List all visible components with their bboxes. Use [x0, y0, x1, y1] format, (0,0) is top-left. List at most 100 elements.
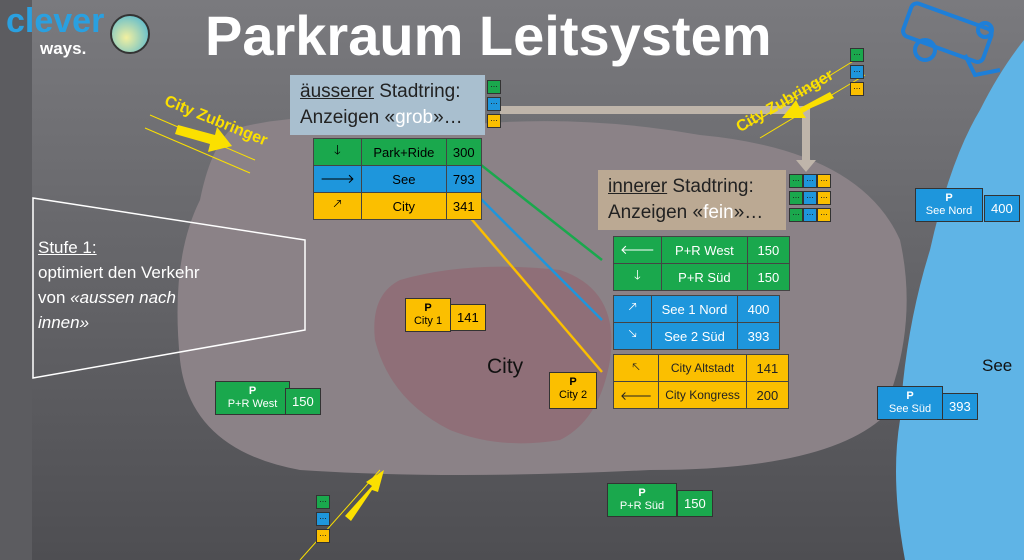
city-label: City: [487, 355, 524, 378]
mini-indicator-yellow: ...: [850, 82, 864, 96]
parking-p: P: [569, 376, 577, 388]
text: »…: [733, 202, 764, 223]
mini-indicator-blue: ...: [803, 191, 817, 205]
parking-value: 393: [942, 393, 978, 420]
mini-indicator-yellow: ...: [487, 114, 501, 128]
sign-value: 150: [746, 236, 790, 264]
outer-ring-rest: Stadtring:: [373, 81, 461, 102]
text: Anzeigen «: [608, 202, 704, 223]
sign-label: See: [360, 165, 447, 193]
mini-indicator-yellow: ...: [817, 174, 831, 188]
arrow-right-icon: 🡒: [313, 165, 362, 193]
highlight: fein: [703, 202, 734, 223]
parking-name: P+R Süd: [619, 500, 665, 512]
mini-indicator-green: ...: [789, 208, 803, 222]
mini-indicator-green: ...: [316, 495, 330, 509]
arrow-down-icon: 🡓: [313, 138, 362, 166]
arrow-zubringer-left: [175, 125, 232, 152]
parking-p: P: [945, 192, 953, 204]
sign-label: See 2 Süd: [651, 322, 738, 350]
inner-ring-word: innerer: [608, 176, 668, 197]
parking-value: 150: [285, 388, 321, 415]
sign-value: 393: [737, 322, 780, 350]
stufe-heading: Stufe 1:: [38, 238, 97, 257]
parking-p: P: [248, 385, 257, 397]
sign-label: City Kongress: [658, 381, 747, 409]
text: Anzeigen «: [300, 107, 396, 128]
logo-clever: clever: [6, 2, 105, 40]
parking-name: See Süd: [888, 403, 932, 415]
sign-value: 141: [745, 354, 789, 382]
stufe-line: «aussen nach: [70, 288, 177, 307]
mini-indicator-green: ...: [789, 191, 803, 205]
lake: [896, 40, 1024, 560]
outer-ring-word: äusserer: [300, 81, 374, 102]
mini-indicator-yellow: ...: [817, 191, 831, 205]
parking-name: City 2: [558, 389, 588, 401]
stufe-text: Stufe 1: optimiert den Verkehr von «auss…: [38, 235, 200, 335]
sign-label: See 1 Nord: [651, 295, 738, 323]
arrow-down-right-icon: 🡖: [613, 322, 652, 350]
sign-value: 300: [445, 138, 482, 166]
logo-ways: ways.: [40, 39, 87, 58]
highlight: grob: [395, 107, 434, 128]
parking-name: City 1: [413, 315, 443, 327]
sign-label: Park+Ride: [360, 138, 447, 166]
logo-icon: [110, 14, 150, 54]
mini-indicator-green: ...: [850, 48, 864, 62]
camera-icon: [901, 1, 1001, 78]
left-strip: [0, 0, 32, 560]
stufe-line: von: [38, 288, 71, 307]
parking-name: P+R West: [227, 398, 278, 410]
arrow-left-icon: 🡐: [613, 236, 662, 264]
arrow-up-left-icon: 🡔: [612, 354, 660, 382]
arrow-zubringer-right: [782, 92, 834, 118]
inner-ring-rest: Stadtring:: [667, 176, 754, 197]
arrow-up-right-icon: 🡕: [613, 295, 652, 323]
sign-value: 793: [445, 165, 482, 193]
sign-label: City Altstadt: [658, 354, 747, 382]
sign-label: P+R West: [660, 236, 748, 264]
sign-label: P+R Süd: [660, 263, 748, 291]
inner-mini-grid: ......... ......... .........: [789, 174, 839, 222]
parking-value: 400: [984, 195, 1020, 222]
mini-indicator-blue: ...: [803, 208, 817, 222]
sign-label: City: [360, 192, 447, 220]
stufe-panel: [32, 197, 306, 379]
sign-value: 150: [746, 263, 790, 291]
parking-name: See Nord: [925, 205, 973, 217]
stufe-line: innen»: [38, 313, 90, 332]
arrow-left-icon: 🡐: [612, 381, 660, 409]
parking-value: 150: [677, 490, 713, 517]
mini-indicator-green: ...: [487, 80, 501, 94]
sign-value: 341: [445, 192, 482, 220]
parking-p: P: [424, 302, 432, 314]
sign-value: 200: [745, 381, 789, 409]
inner-ring-box: innerer Stadtring: Anzeigen «fein»…: [598, 170, 786, 230]
text: »…: [433, 107, 463, 128]
stufe-line: optimiert den Verkehr: [38, 263, 200, 282]
arrow-zubringer-bottom: [345, 470, 384, 521]
arrow-down-icon: 🡓: [613, 263, 662, 291]
sign-value: 400: [737, 295, 780, 323]
mini-indicator-blue: ...: [316, 512, 330, 526]
arrow-up-right-icon: 🡕: [313, 192, 362, 220]
mini-indicator-blue: ...: [803, 174, 817, 188]
mini-indicator-yellow: ...: [817, 208, 831, 222]
parking-p: P: [906, 390, 914, 402]
mini-indicator-blue: ...: [487, 97, 501, 111]
mini-indicator-yellow: ...: [316, 529, 330, 543]
page-title: Parkraum Leitsystem: [205, 4, 772, 67]
mini-indicator-blue: ...: [850, 65, 864, 79]
see-label: See: [982, 356, 1013, 375]
mini-indicator-green: ...: [789, 174, 803, 188]
